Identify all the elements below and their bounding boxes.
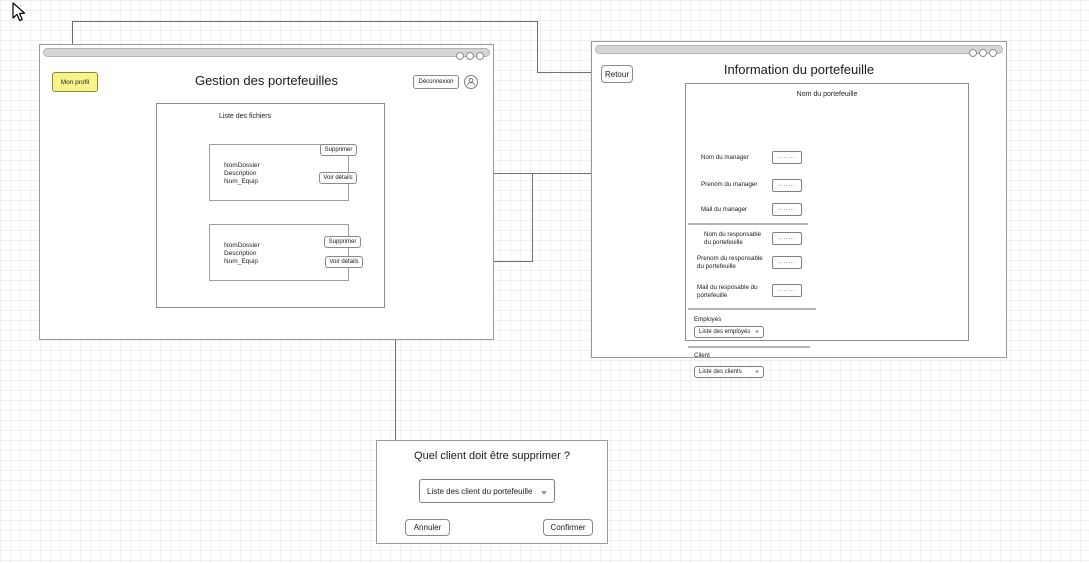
field-input-mail-responsable[interactable]: ······· [772,284,802,297]
field-input-mail-manager[interactable]: ······· [772,203,802,216]
chevron-down-icon [755,330,759,334]
details-button-1[interactable]: Voir détails [319,172,357,184]
field-input-prenom-responsable[interactable]: ······· [772,256,802,269]
connector-bus-vertical-b [395,241,396,454]
dialog-client-select-value: Liste des client du portefeuille [427,486,533,496]
back-button[interactable]: Retour [601,65,633,83]
window-controls[interactable] [969,49,997,57]
maximize-icon[interactable] [466,52,474,60]
connector-bus-vertical-c [532,173,533,262]
list-item-name: NomDossier [224,162,260,169]
details-button-2[interactable]: Voir détails [325,256,363,268]
employees-select[interactable]: Liste des employés [694,326,764,338]
field-label-prenom-responsable: Prenom du responsable du portefeuille [697,255,763,271]
form-panel: Nom du portefeuille Nom du manager ·····… [685,83,969,378]
employees-select-value: Liste des employés [699,329,751,335]
section-divider-2 [688,308,816,310]
page-title: Gestion des portefeuilles [194,73,339,88]
section-divider-3 [688,346,810,348]
section-divider-1 [688,223,808,225]
field-input-prenom-manager[interactable]: ······· [772,179,802,192]
close-icon[interactable] [476,52,484,60]
page-title: Information du portefeuille [723,62,875,77]
client-label: Client [694,352,710,359]
files-panel-title: Liste des fichiers [219,113,272,120]
window-titlebar[interactable] [595,45,1003,57]
maximize-icon[interactable] [979,49,987,57]
list-item-text: NomDossier Description Num_Equip [224,242,260,266]
field-label-prenom-manager: Prenom du manager [701,181,758,188]
confirm-button[interactable]: Confirmer [543,519,593,536]
list-item[interactable]: NomDossier Description Num_Equip [209,224,349,281]
cancel-button[interactable]: Annuler [405,519,450,536]
client-select[interactable]: Liste des clients [694,366,764,378]
delete-button-1[interactable]: Supprimer [320,144,357,156]
list-item-team: Num_Equip [224,177,258,185]
mouse-pointer-icon [12,2,26,22]
minimize-icon[interactable] [969,49,977,57]
delete-client-dialog: Quel client doit être supprimer ? Liste … [376,440,608,544]
list-item-description: Description [224,169,257,177]
chevron-down-icon [755,370,759,374]
connector-profile-horizontal-top [72,21,538,22]
field-input-nom-responsable[interactable]: ······· [772,232,802,245]
client-select-value: Liste des clients [699,369,742,375]
field-label-nom-responsable: Nom du responsable du portefeuille [704,231,762,247]
window-titlebar[interactable] [43,48,490,60]
field-input-nom-manager[interactable]: ······· [772,151,802,164]
dialog-title: Quel client doit être supprimer ? [414,450,570,462]
employees-label: Employés [694,316,722,323]
user-avatar-icon [467,77,475,86]
list-item-text: NomDossier Description Num_Equip [224,162,260,186]
list-item-team: Num_Equip [224,257,258,265]
list-item-description: Description [224,249,257,257]
information-portefeuille-window: Information du portefeuille Retour Nom d… [591,41,1007,378]
field-label-nom-manager: Nom du manager [701,154,749,161]
field-label-mail-manager: Mail du manager [701,206,748,213]
dialog-client-select[interactable]: Liste des client du portefeuille [419,479,555,503]
connector-retour-horizontal [537,72,603,73]
field-label-mail-responsable: Mail du resposable du portefeuille [697,284,758,300]
close-icon[interactable] [989,49,997,57]
avatar[interactable] [464,75,478,89]
logout-button[interactable]: Déconnexion [413,75,459,89]
profile-button[interactable]: Mon profil [52,72,98,92]
delete-button-2[interactable]: Supprimer [324,236,361,248]
files-panel: Liste des fichiers NomDossier Descriptio… [156,103,385,308]
window-controls[interactable] [456,52,484,60]
gestion-portefeuilles-window: Gestion des portefeuilles Mon profil Déc… [39,44,494,340]
chevron-down-icon [541,491,547,496]
connector-profile-vertical-right [537,21,538,73]
list-item-name: NomDossier [224,242,260,249]
form-panel-header: Nom du portefeuille [796,91,858,98]
minimize-icon[interactable] [456,52,464,60]
